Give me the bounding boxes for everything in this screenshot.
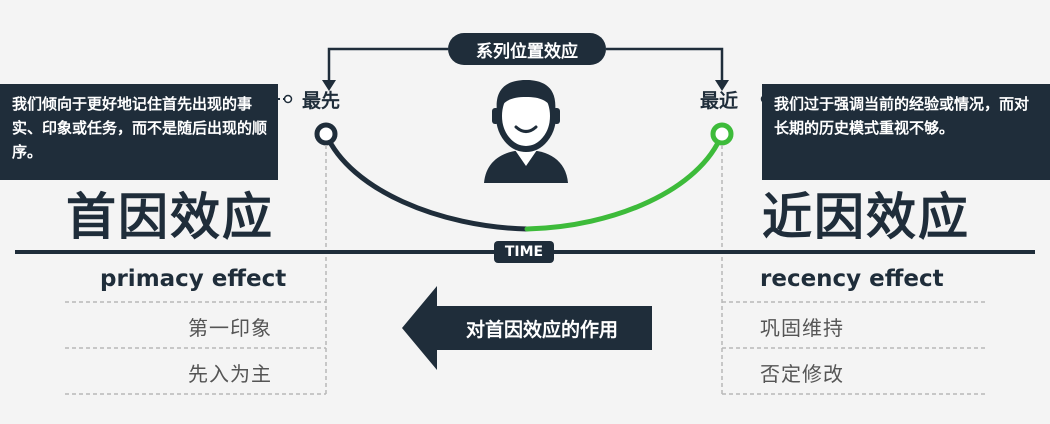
recency-item: 巩固维持 — [760, 316, 844, 340]
influence-arrow-label: 对首因效应的作用 — [465, 318, 618, 341]
recency-description: 我们过于强调当前的经验或情况，而对长期的历史模式重视不够。 — [762, 84, 1050, 180]
latest-label: 最近 — [700, 90, 739, 112]
primacy-english-title: primacy effect — [100, 266, 287, 292]
primacy-title: 首因效应 — [66, 188, 274, 246]
primacy-item: 先入为主 — [188, 362, 272, 386]
time-axis-label: TIME — [494, 241, 554, 263]
recency-item: 否定修改 — [760, 362, 844, 386]
influence-arrow — [402, 286, 652, 370]
primacy-curve — [323, 131, 530, 232]
person-avatar-icon — [484, 80, 568, 183]
recency-english-title: recency effect — [760, 266, 944, 292]
bracket-left-line — [327, 47, 448, 82]
primacy-item: 第一印象 — [188, 316, 272, 340]
recency-title: 近因效应 — [762, 188, 970, 246]
serial-position-title: 系列位置效应 — [448, 33, 606, 65]
left-connector-dot — [283, 94, 293, 104]
earliest-label: 最先 — [302, 90, 341, 112]
primacy-point — [314, 122, 338, 146]
primacy-description: 我们倾向于更好地记住首先出现的事实、印象或任务，而不是随后出现的顺序。 — [0, 84, 278, 180]
bracket-left-arrowhead — [322, 80, 336, 91]
bracket-right-arrowhead — [715, 80, 729, 91]
recency-curve — [524, 131, 725, 232]
recency-point — [710, 122, 734, 146]
bracket-right-line — [606, 47, 724, 82]
